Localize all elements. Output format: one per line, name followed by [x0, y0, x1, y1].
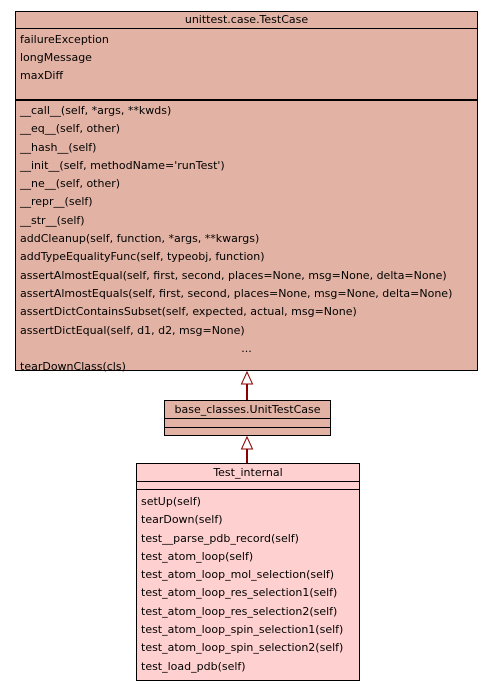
class-box-test-internal[interactable]: Test_internal setUp(self) tearDown(self)…	[136, 463, 360, 681]
operation: test_atom_loop_spin_selection2(self)	[141, 641, 344, 655]
operations-compartment-testcase: __call__(self, *args, **kwds) __eq__(sel…	[16, 100, 477, 376]
operation: assertDictEqual(self, d1, d2, msg=None)	[20, 323, 245, 337]
inheritance-edge-test-internal-to-unittestcase	[240, 435, 254, 463]
inheritance-arrowhead	[240, 370, 254, 385]
operation: tearDown(self)	[141, 513, 223, 527]
operation: __str__(self)	[20, 213, 85, 227]
operations-compartment-test-internal: setUp(self) tearDown(self) test__parse_p…	[137, 490, 359, 676]
attributes-compartment-test-internal	[137, 482, 359, 490]
attribute: failureException	[20, 33, 109, 46]
operation: test_atom_loop_mol_selection(self)	[141, 568, 335, 582]
operation: test_atom_loop_res_selection2(self)	[141, 604, 338, 618]
operation: __eq__(self, other)	[20, 122, 121, 136]
operation: __hash__(self)	[20, 140, 97, 154]
operation: assertAlmostEquals(self, first, second, …	[20, 286, 453, 300]
operation: __repr__(self)	[20, 195, 93, 209]
class-name-unittestcase: base_classes.UnitTestCase	[165, 401, 330, 419]
class-box-unittestcase[interactable]: base_classes.UnitTestCase	[164, 400, 331, 436]
attributes-compartment-unittestcase	[165, 419, 330, 428]
operation: addTypeEqualityFunc(self, typeobj, funct…	[20, 250, 265, 264]
attribute: maxDiff	[20, 69, 64, 82]
operation: tearDownClass(cls)	[20, 360, 126, 374]
operation: test_atom_loop_spin_selection1(self)	[141, 623, 344, 637]
inheritance-edge-unittestcase-to-testcase	[240, 370, 254, 400]
operation: test_atom_loop(self)	[141, 549, 254, 563]
operation: test_load_pdb(self)	[141, 659, 246, 673]
attribute: longMessage	[20, 51, 92, 64]
operations-ellipsis: ...	[241, 341, 252, 355]
operation: setUp(self)	[141, 495, 201, 508]
class-name-test-internal: Test_internal	[137, 464, 359, 482]
operation: assertAlmostEqual(self, first, second, p…	[20, 268, 447, 282]
operation: addCleanup(self, function, *args, **kwar…	[20, 232, 260, 246]
operation: __ne__(self, other)	[20, 177, 121, 191]
attributes-compartment-testcase: failureException longMessage maxDiff	[16, 29, 477, 100]
operation: test__parse_pdb_record(self)	[141, 531, 299, 545]
operation: __init__(self, methodName='runTest')	[20, 158, 225, 172]
operation: __call__(self, *args, **kwds)	[20, 104, 172, 117]
inheritance-arrowhead	[240, 435, 254, 450]
class-name-testcase: unittest.case.TestCase	[16, 12, 477, 29]
class-box-testcase[interactable]: unittest.case.TestCase failureException …	[15, 11, 478, 373]
operation: test_atom_loop_res_selection1(self)	[141, 586, 338, 600]
operation: assertDictContainsSubset(self, expected,…	[20, 305, 357, 319]
